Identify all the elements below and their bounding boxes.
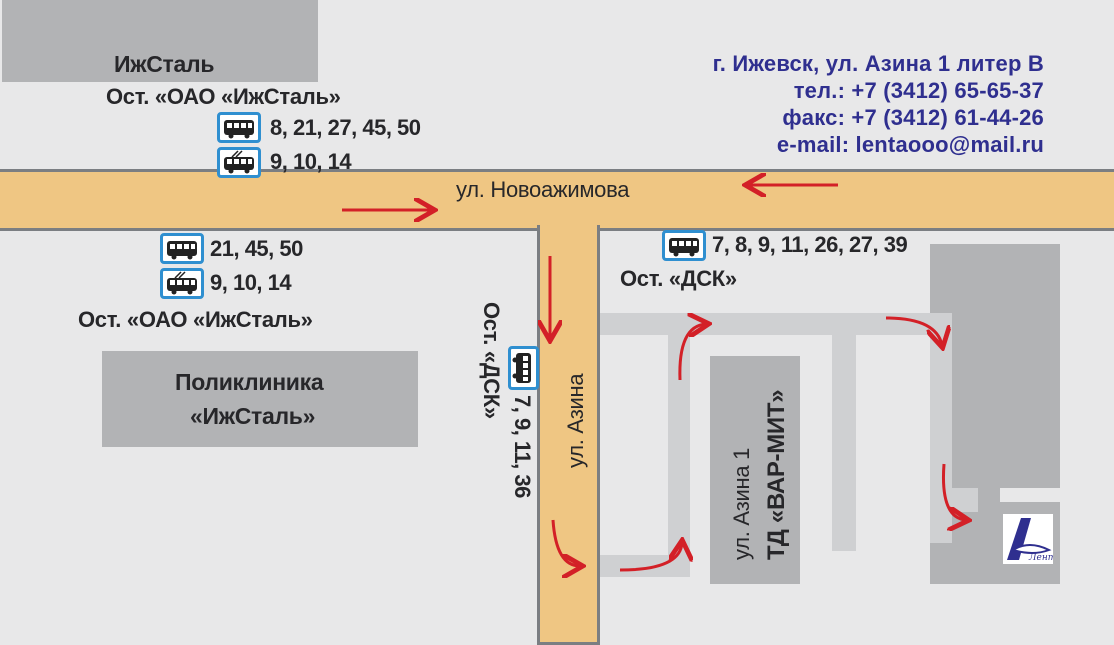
bus-icon [662, 230, 706, 261]
bus-icon [508, 346, 539, 390]
direction-arrow-icon [551, 519, 580, 566]
izhstal-label: ИжСталь [114, 51, 215, 77]
trolley-routes-top-left: 9, 10, 14 [270, 149, 352, 174]
direction-arrow-icon [941, 463, 966, 520]
trolley-routes-bottom-left: 9, 10, 14 [210, 270, 292, 295]
driveway-mid [832, 335, 856, 551]
email-text: e-mail: lentaooo@mail.ru [776, 132, 1044, 157]
clinic-label-line2: «ИжСталь» [190, 403, 316, 429]
bus-routes-bottom-left: 21, 45, 50 [210, 236, 303, 261]
clinic-label-line1: Поликлиника [175, 369, 324, 395]
phone-text: тел.: +7 (3412) 65-65-37 [793, 78, 1044, 103]
bus-icon [160, 233, 204, 264]
izhstal-building [2, 0, 318, 82]
td-varmit-building [710, 356, 800, 584]
stop-name-dsk-top: Ост. «ДСК» [620, 266, 737, 291]
driveway-right [930, 313, 952, 543]
driveway-bottom [598, 555, 690, 577]
lenta-logo-icon: Лента [1003, 514, 1062, 564]
fax-text: факс: +7 (3412) 61-44-26 [782, 105, 1044, 130]
direction-arrow-icon [619, 543, 682, 572]
direction-arrow-icon [885, 316, 942, 345]
address-text: г. Ижевск, ул. Азина 1 литер В [712, 51, 1044, 76]
stop-name-bottom-left: Ост. «ОАО «ИжСталь» [78, 307, 313, 332]
stop-name-top-left: Ост. «ОАО «ИжСталь» [106, 84, 341, 109]
driveway-left [668, 313, 690, 577]
bus-routes-top-left: 8, 21, 27, 45, 50 [270, 115, 421, 140]
clinic-building [102, 351, 418, 447]
svg-text:Лента: Лента [1028, 553, 1053, 563]
bus-icon [217, 112, 261, 143]
novoazhimova-label: ул. Новоажимова [456, 177, 630, 202]
direction-arrow-icon [678, 324, 706, 381]
trolleybus-icon [160, 268, 204, 299]
trolleybus-icon [217, 147, 261, 178]
bus-routes-dsk-top: 7, 8, 9, 11, 26, 27, 39 [712, 232, 908, 257]
